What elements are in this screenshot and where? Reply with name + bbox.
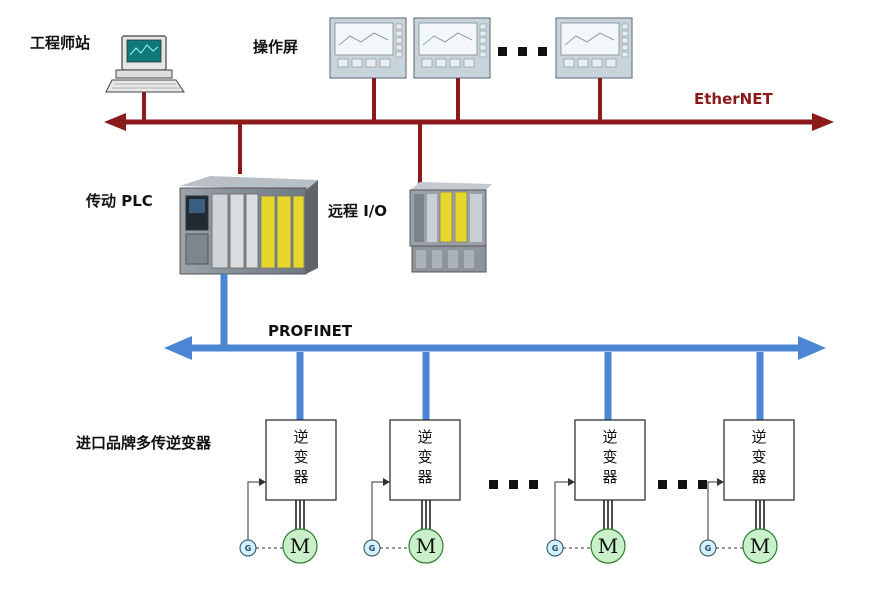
generator-label: G	[369, 544, 376, 553]
inverter-char: 逆	[293, 428, 308, 446]
inverter-char: 器	[602, 468, 617, 486]
hmi-label: 操作屏	[253, 38, 298, 56]
inverter-unit-2: 逆变器 M G	[363, 352, 461, 564]
inverter-box	[265, 419, 337, 501]
motor-label: M	[290, 534, 310, 558]
remote-io-label: 远程 I/O	[328, 202, 387, 220]
hmi-panel-2	[413, 17, 491, 79]
feedback-line	[707, 481, 718, 540]
inverter-ellipsis-2	[658, 480, 707, 489]
inverter-char: 逆	[751, 428, 766, 446]
inverter-ellipsis-1	[489, 480, 538, 489]
hmi-panels	[329, 17, 633, 79]
motor-label: M	[598, 534, 618, 558]
inverters-label: 进口品牌多传逆变器	[76, 434, 212, 452]
feedback-line	[247, 481, 260, 540]
generator-label: G	[245, 544, 252, 553]
remote-io-device	[409, 182, 492, 273]
inverter-unit-3: 逆变器 M G	[546, 352, 646, 564]
generator-label: G	[705, 544, 712, 553]
generator-label: G	[552, 544, 559, 553]
inverter-char: 逆	[417, 428, 432, 446]
inverter-unit-4: 逆变器 M G	[699, 352, 795, 564]
inverter-box	[389, 419, 461, 501]
profinet-bus	[164, 336, 826, 360]
inverter-unit-1: 逆变器 M G	[239, 352, 337, 564]
feedback-line	[371, 481, 384, 540]
inverter-char: 变	[751, 448, 766, 466]
inverter-char: 变	[293, 448, 308, 466]
motor-icon	[742, 528, 778, 564]
ethernet-label: EtherNET	[694, 90, 773, 108]
workstation-label: 工程师站	[30, 34, 90, 52]
inverter-box	[723, 419, 795, 501]
inverter-char: 器	[751, 468, 766, 486]
hmi-panel-1	[329, 17, 407, 79]
inverter-char: 变	[417, 448, 432, 466]
inverter-char: 器	[417, 468, 432, 486]
inverter-box	[574, 419, 646, 501]
motor-icon	[590, 528, 626, 564]
feedback-line	[554, 481, 569, 540]
inverter-char: 逆	[602, 428, 617, 446]
plc-label: 传动 PLC	[85, 192, 153, 210]
ethernet-drops	[142, 78, 602, 186]
inverter-char: 变	[602, 448, 617, 466]
workstation-icon	[105, 35, 185, 93]
motor-icon	[408, 528, 444, 564]
motor-label: M	[416, 534, 436, 558]
motor-label: M	[750, 534, 770, 558]
hmi-ellipsis	[498, 47, 547, 56]
ethernet-bus	[104, 113, 834, 131]
inverter-char: 器	[293, 468, 308, 486]
hmi-panel-3	[555, 17, 633, 79]
profinet-label: PROFINET	[268, 322, 353, 340]
motor-icon	[282, 528, 318, 564]
plc-device	[179, 176, 318, 275]
